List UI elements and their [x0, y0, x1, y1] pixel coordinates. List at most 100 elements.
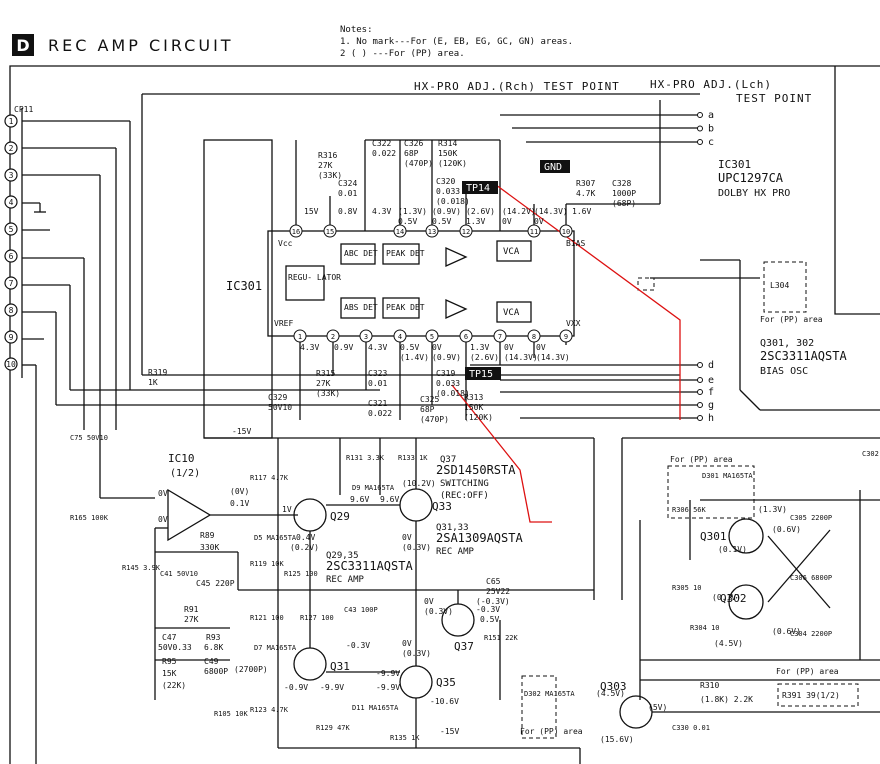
ic-part-ref: IC301 [718, 158, 751, 171]
voltage-label: -0.3V [476, 605, 500, 614]
d11-label: D11 MA165TA [352, 704, 399, 712]
pp-area-label: For (PP) area [760, 315, 823, 324]
c43-label: C43 100P [344, 606, 378, 614]
component-value: 1K [148, 378, 158, 387]
r133-label: R133 1K [398, 454, 428, 462]
voltage-label: -15V [440, 727, 459, 736]
ic-pin-voltage: 1.3V [470, 343, 489, 352]
voltage-label: (0.6V) [772, 627, 801, 636]
q35-label: Q35 [436, 676, 456, 689]
connector-pin [4, 195, 18, 209]
connector-pin-number: 3 [9, 171, 14, 180]
r95-alt: (22K) [162, 681, 186, 690]
c75-label: C75 50V10 [70, 434, 108, 442]
ic-pin-voltage: 0V [534, 217, 544, 226]
d301-label: D301 MA165TA [702, 472, 753, 480]
c306-label: C306 6800P [790, 574, 832, 582]
voltage-label: -0.3V [346, 641, 370, 650]
ic-part-number: UPC1297CA [718, 171, 784, 185]
voltage-label: 0V [158, 489, 168, 498]
component-alt-value: (0.018) [436, 197, 470, 206]
connector-pin-number: 10 [6, 360, 16, 369]
ic-pin-number: 10 [562, 228, 570, 236]
c302-label: C302 [862, 450, 879, 458]
ic10-label: IC10 [168, 452, 195, 465]
ic301-label: IC301 [226, 279, 262, 293]
component-alt-value: (470P) [420, 415, 449, 424]
component-ref: C328 [612, 179, 631, 188]
connector-pin [4, 141, 18, 155]
test-point-letter: e [708, 375, 714, 386]
r93-label: R93 [206, 633, 221, 642]
voltage-label: 0V [402, 533, 412, 542]
voltage-label: (0.1V) [718, 545, 747, 554]
component-alt-value: (120K) [438, 159, 467, 168]
ic-pin [493, 329, 507, 343]
voltage-label: (-0.3V) [476, 597, 510, 606]
r123-label: R123 4.7K [250, 706, 289, 714]
component-value: 50V10 [268, 403, 292, 412]
ic-pin-number: 5 [430, 333, 434, 341]
osc-desc: BIAS OSC [760, 366, 808, 377]
connector-pin [4, 168, 18, 182]
r305-label: R305 10 [672, 584, 702, 592]
notes-line-1: 1. No mark---For (E, EB, EG, GC, GN) are… [340, 37, 573, 47]
connector-pin-number: 6 [9, 252, 14, 261]
component-ref: C326 [404, 139, 423, 148]
ic-pin [527, 224, 541, 238]
r119-label: R119 10K [250, 560, 285, 568]
test-point [697, 377, 703, 383]
pp-area-label-2: For (PP) area [670, 455, 733, 464]
r89-label: R89 [200, 531, 215, 540]
q29-35-part: 2SC3311AQSTA [326, 559, 413, 573]
ic-pin-voltage: 0V [504, 343, 514, 352]
d302-label: D302 MA165TA [524, 690, 575, 698]
test-point [697, 125, 703, 132]
c49-alt: (2700P) [234, 665, 268, 674]
ic-pin-voltage: 0.9V [334, 343, 353, 352]
connector-pin-number: 2 [9, 144, 14, 153]
ic-pin-voltage: (14.2V) [502, 207, 536, 216]
d7-label: D7 MA165TA [254, 644, 297, 652]
voltage-label: (0.1V) [712, 593, 741, 602]
block-peak-det-bottom: PEAK DET [386, 303, 425, 312]
q31-33-desc: REC AMP [436, 547, 475, 557]
osc-refs: Q301, 302 [760, 338, 814, 349]
hxpro-rch-label: HX-PRO ADJ.(Rch) TEST POINT [414, 80, 620, 93]
component-alt-value: (68P) [612, 199, 636, 208]
diagram-title: REC AMP CIRCUIT [48, 35, 234, 55]
voltage-label: 0.4V [296, 533, 315, 542]
notes-line-2: 2 ( ) ---For (PP) area. [340, 49, 465, 59]
ic-pin-number: 3 [364, 333, 368, 341]
q302-label: Q302 [720, 592, 747, 605]
connector-pin-number: 1 [9, 117, 14, 126]
component-value: 150K [464, 403, 483, 412]
connector-pin [4, 249, 18, 263]
ic-vref-label: VREF [274, 319, 293, 328]
ic-pin-number: 9 [564, 333, 568, 341]
component-ref: R315 [316, 369, 335, 378]
r93-value: 6.8K [204, 643, 223, 652]
component-ref: C325 [420, 395, 439, 404]
component-alt-value: (33K) [316, 389, 340, 398]
hxpro-lch-label-1: HX-PRO ADJ.(Lch) [650, 78, 772, 91]
r105-label: R105 10K [214, 710, 249, 718]
component-ref: C320 [436, 177, 455, 186]
component-value: 150K [438, 149, 457, 158]
ic-pin [459, 329, 473, 343]
q29-35-label: Q29,35 [326, 551, 359, 561]
connector-pin [4, 357, 18, 371]
test-point [697, 139, 703, 145]
q31-label: Q31 [330, 660, 350, 673]
voltage-label: 0V [424, 597, 434, 606]
component-value: 4.7K [576, 189, 595, 198]
ic-vcc-label: Vcc [278, 239, 293, 248]
r95-label: R95 [162, 657, 177, 666]
r89-value: 330K [200, 543, 219, 552]
r125-label: R125 100 [284, 570, 318, 578]
ic-vxx-label: VXX [566, 319, 581, 328]
ic-pin-voltage: 0.8V [338, 207, 357, 216]
tp14-label: TP14 [466, 183, 490, 194]
ic-pin [527, 329, 541, 343]
for-pp-area-label: For (PP) area [520, 727, 583, 736]
